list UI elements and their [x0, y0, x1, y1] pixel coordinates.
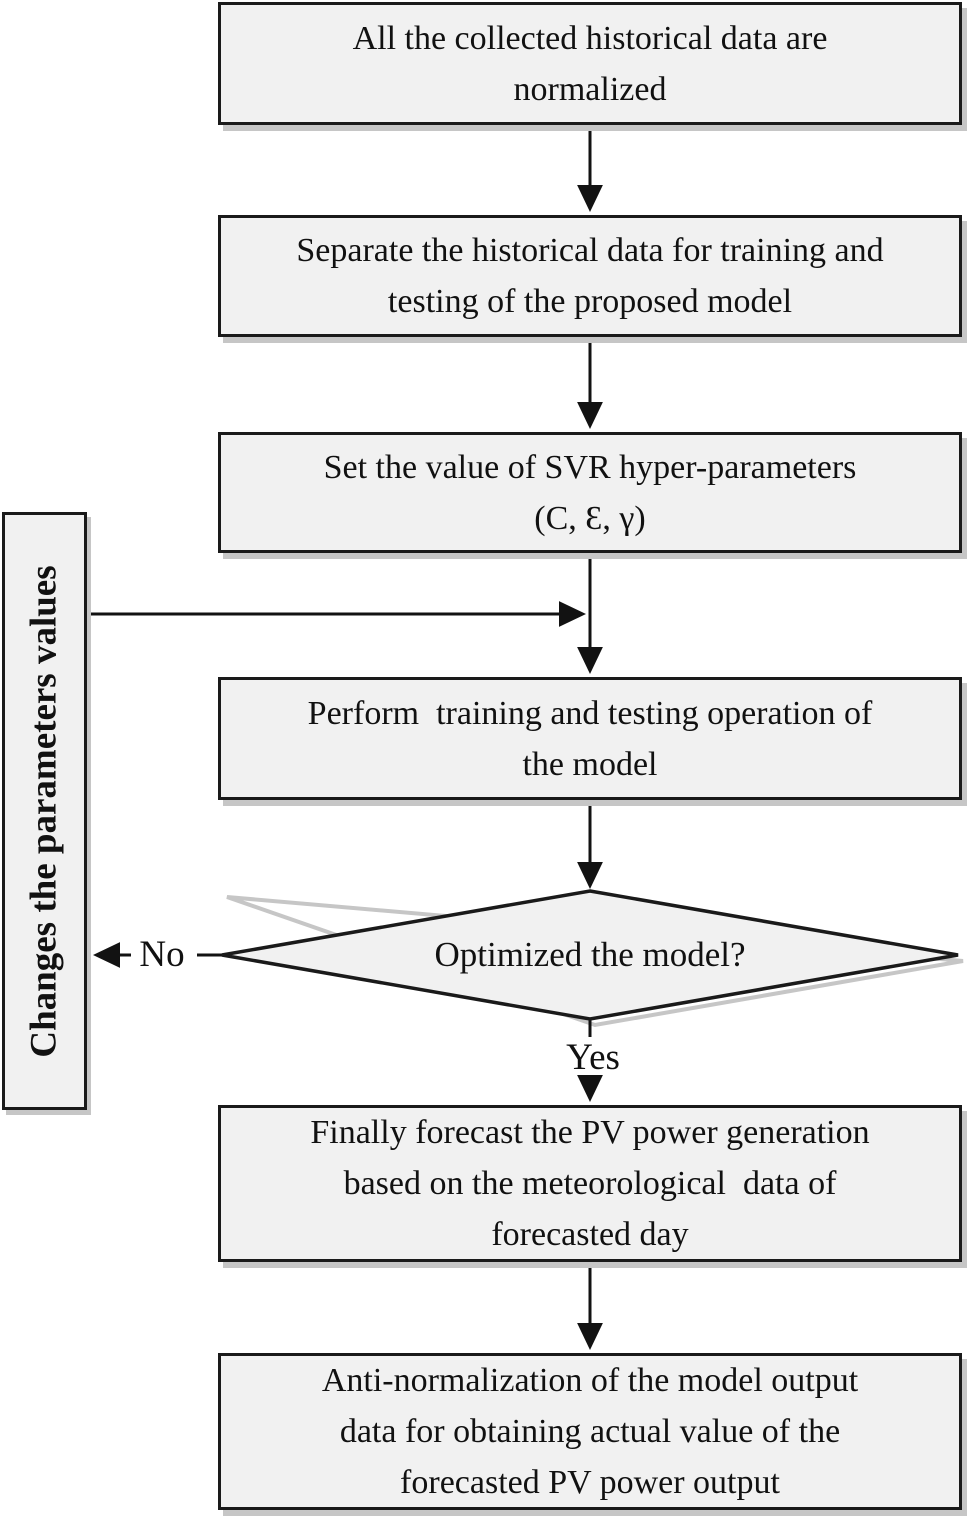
box-text-line: normalized	[513, 70, 667, 108]
box-text-line: Perform training and testing operation o…	[307, 694, 873, 732]
side-box-change-parameters: Changes the parameters values	[2, 512, 87, 1110]
decision-diamond-shape	[221, 889, 959, 1021]
process-box-normalize: All the collected historical data are no…	[218, 2, 962, 125]
box-text-line: data for obtaining actual value of the	[339, 1413, 841, 1450]
edge-label-no: No	[139, 933, 185, 975]
box-text-line: forecasted day	[491, 1216, 689, 1253]
box-text-line: Anti-normalization of the model output	[321, 1362, 859, 1399]
box-text-line: Separate the historical data for trainin…	[296, 232, 884, 269]
box-text-line: testing of the proposed model	[387, 283, 793, 320]
edge-label-yes: Yes	[566, 1036, 620, 1078]
box-text-line: forecasted PV power output	[400, 1464, 780, 1501]
box-text-line: Finally forecast the PV power generation	[310, 1114, 870, 1151]
box-text-line: (C, Ɛ, γ)	[534, 499, 646, 537]
decision-diamond-label: Optimized the model?	[434, 935, 746, 974]
box-text-line: the model	[522, 745, 658, 783]
side-box-label: Changes the parameters values	[24, 564, 66, 1058]
box-text-line: Set the value of SVR hyper-parameters	[323, 448, 857, 486]
process-box-forecast: Finally forecast the PV power generation…	[218, 1105, 962, 1262]
process-box-set-hyperparameters: Set the value of SVR hyper-parameters (C…	[218, 432, 962, 553]
process-box-anti-normalization: Anti-normalization of the model output d…	[218, 1353, 962, 1510]
box-text-line: All the collected historical data are	[352, 19, 828, 57]
process-box-train-test: Perform training and testing operation o…	[218, 677, 962, 800]
box-text-line: based on the meteorological data of	[343, 1165, 837, 1202]
process-box-separate-data: Separate the historical data for trainin…	[218, 215, 962, 337]
